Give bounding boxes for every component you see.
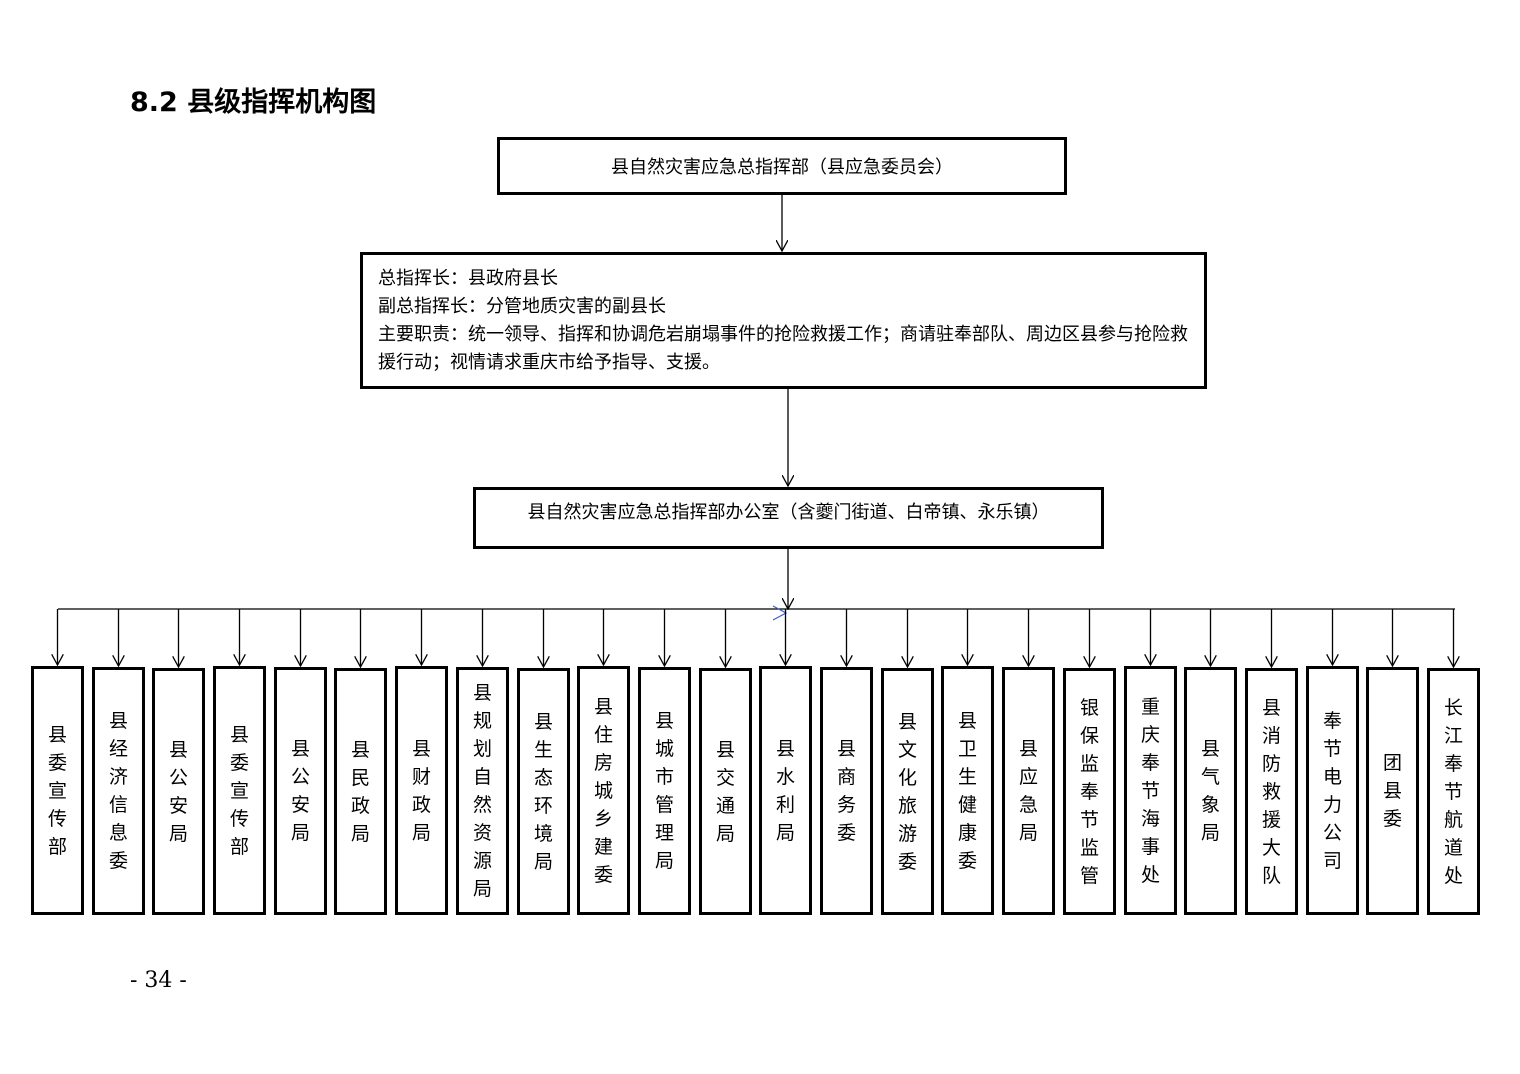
unit-box: 县财政局 [395, 666, 448, 915]
unit-label: 县卫生健康委 [957, 709, 977, 872]
unit-box: 长江奉节航道处 [1427, 668, 1480, 915]
unit-box: 县交通局 [699, 668, 752, 915]
unit-box: 县城市管理局 [638, 667, 691, 915]
unit-box: 县生态环境局 [517, 668, 570, 915]
unit-box: 县公安局 [274, 667, 327, 915]
unit-label: 县气象局 [1200, 738, 1220, 844]
page-number: - 34 - [130, 968, 187, 993]
unit-label: 县委宣传部 [47, 723, 67, 858]
unit-label: 县民政局 [350, 738, 370, 845]
unit-label: 银保监奉节监管 [1079, 696, 1099, 887]
chief-commander-line: 总指挥长：县政府县长 [378, 268, 558, 289]
unit-box: 奉节电力公司 [1306, 666, 1359, 915]
unit-box: 县经济信息委 [92, 667, 145, 915]
unit-box: 县消防救援大队 [1245, 668, 1298, 915]
small-blue-marker [772, 605, 788, 621]
unit-box: 县应急局 [1002, 667, 1055, 915]
unit-label: 县消防救援大队 [1261, 696, 1281, 887]
unit-label: 长江奉节航道处 [1443, 696, 1463, 887]
unit-box: 县住房城乡建委 [577, 666, 630, 915]
unit-label: 县文化旅游委 [897, 710, 917, 873]
deputy-commander-line: 副总指挥长：分管地质灾害的副县长 [378, 296, 666, 317]
unit-label: 县应急局 [1018, 738, 1038, 844]
unit-box: 县公安局 [152, 668, 205, 915]
unit-box: 县水利局 [759, 666, 812, 915]
unit-label: 县城市管理局 [654, 710, 674, 872]
unit-label: 县公安局 [290, 738, 310, 844]
unit-box: 县委宣传部 [31, 666, 84, 915]
unit-label: 县商务委 [836, 738, 856, 844]
general-command-label: 县自然灾害应急总指挥部（县应急委员会） [611, 157, 953, 178]
unit-label: 县规划自然资源局 [472, 682, 492, 900]
unit-label: 奉节电力公司 [1322, 709, 1342, 872]
unit-box: 县规划自然资源局 [456, 667, 509, 915]
command-office-box: 县自然灾害应急总指挥部办公室（含夔门街道、白帝镇、永乐镇） [473, 487, 1104, 549]
unit-label: 县交通局 [715, 738, 735, 845]
unit-box: 银保监奉节监管 [1063, 668, 1116, 915]
unit-label: 县公安局 [168, 738, 188, 845]
unit-box: 团县委 [1366, 667, 1419, 915]
unit-label: 县生态环境局 [533, 710, 553, 873]
unit-label: 重庆奉节海事处 [1140, 695, 1160, 886]
unit-label: 县水利局 [775, 737, 795, 844]
command-office-label: 县自然灾害应急总指挥部办公室（含夔门街道、白帝镇、永乐镇） [527, 502, 1050, 523]
unit-label: 团县委 [1382, 752, 1402, 830]
unit-box: 县文化旅游委 [881, 668, 934, 915]
unit-box: 县商务委 [820, 667, 873, 915]
unit-box: 县委宣传部 [213, 666, 266, 915]
unit-label: 县委宣传部 [229, 723, 249, 858]
general-command-box: 县自然灾害应急总指挥部（县应急委员会） [497, 137, 1067, 195]
unit-label: 县住房城乡建委 [593, 695, 613, 886]
unit-label: 县经济信息委 [108, 710, 128, 872]
unit-box: 重庆奉节海事处 [1124, 666, 1177, 915]
commander-duties-box: 总指挥长：县政府县长 副总指挥长：分管地质灾害的副县长 主要职责：统一领导、指挥… [360, 252, 1207, 389]
unit-box: 县民政局 [334, 668, 387, 915]
page-title: 8.2 县级指挥机构图 [130, 87, 377, 118]
unit-box: 县卫生健康委 [941, 666, 994, 915]
unit-label: 县财政局 [411, 737, 431, 844]
duties-line: 主要职责：统一领导、指挥和协调危岩崩塌事件的抢险救援工作；商请驻奉部队、周边区县… [378, 324, 1188, 373]
unit-box: 县气象局 [1184, 667, 1237, 915]
